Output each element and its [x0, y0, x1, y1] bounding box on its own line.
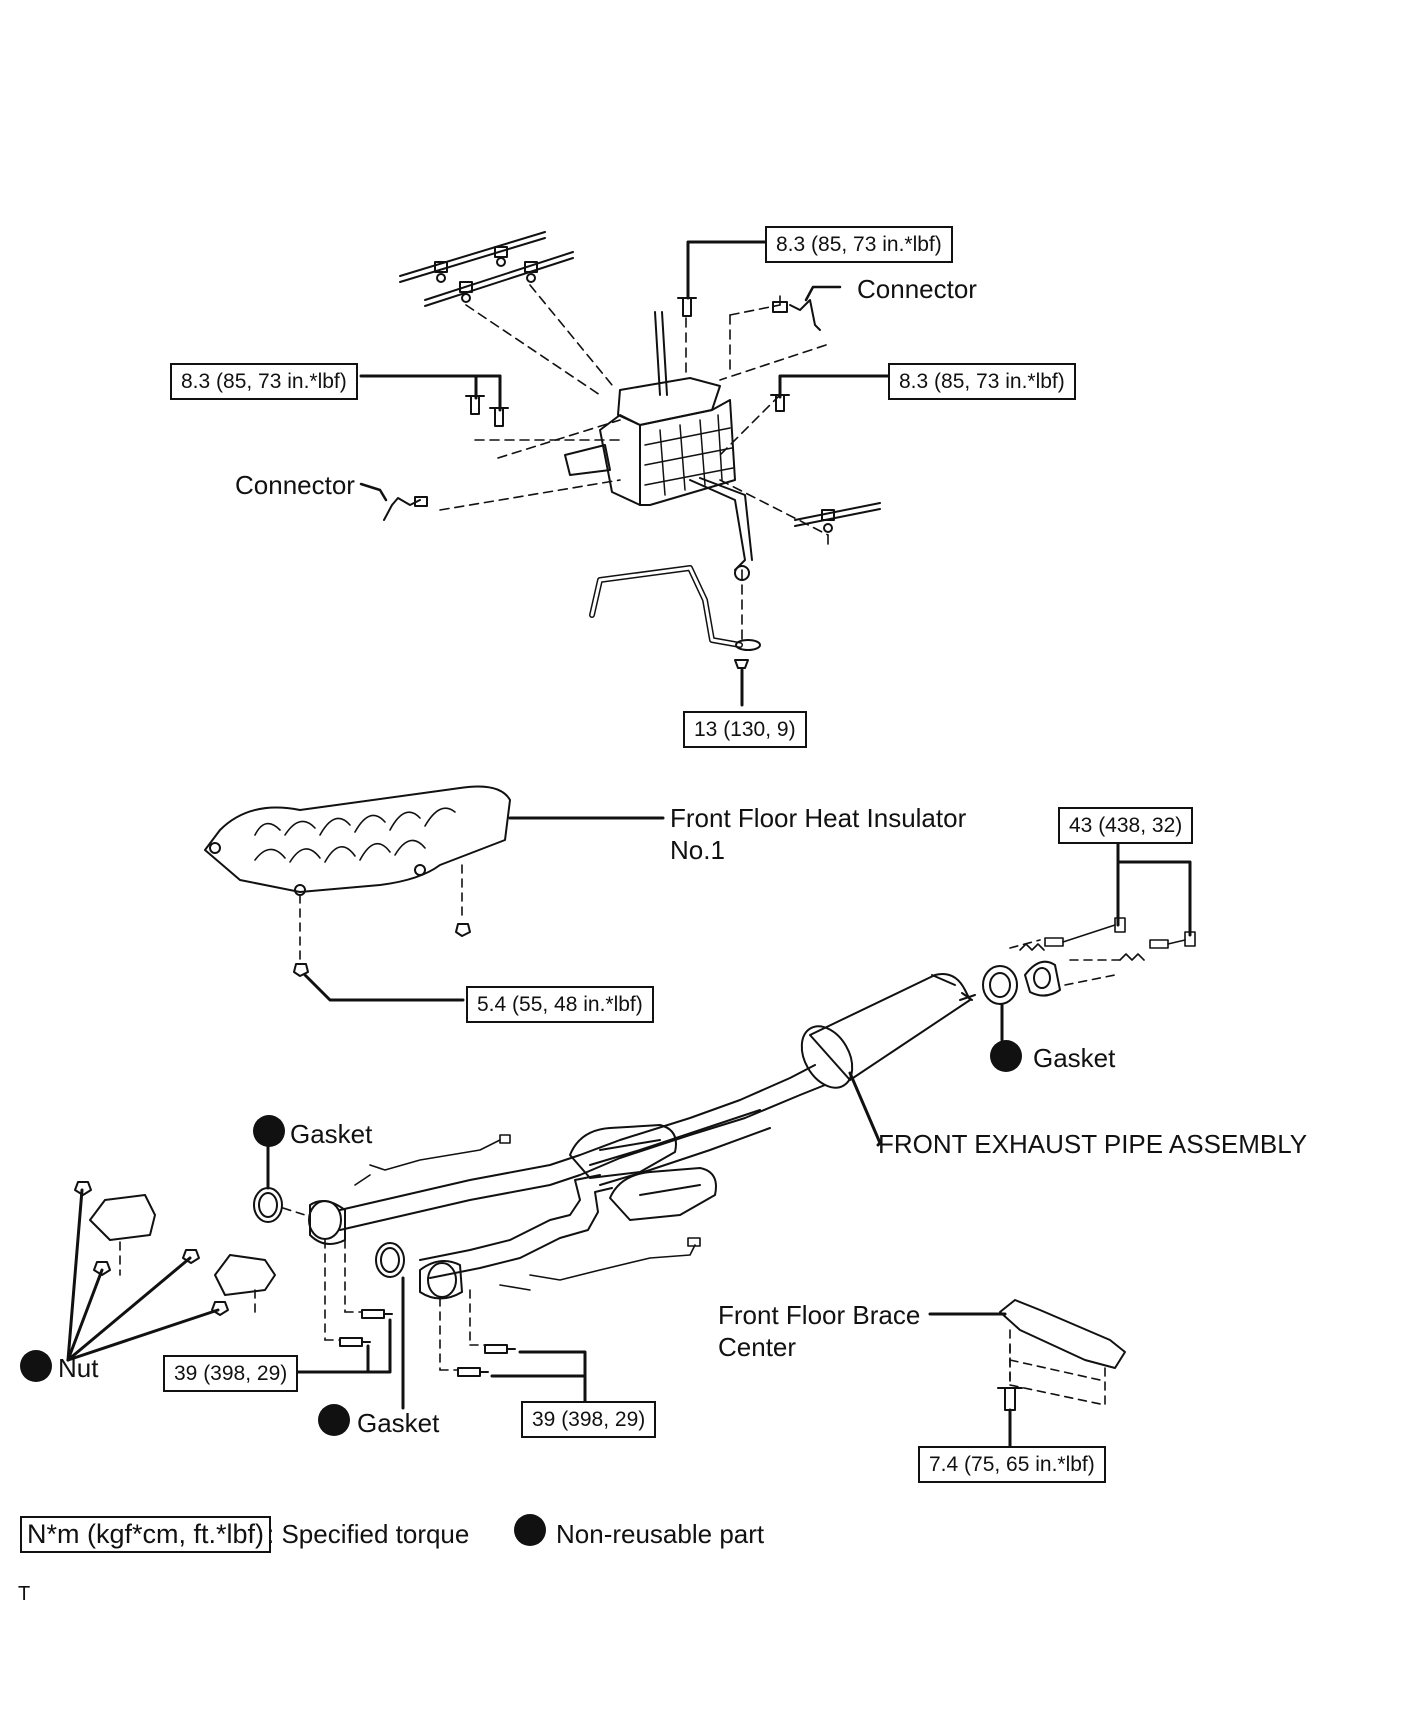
insulator-nuts [293, 923, 471, 977]
brace-label: Front Floor Brace [718, 1300, 921, 1330]
nonreusable-marker-front-gasket-lower [318, 1404, 350, 1436]
muffler [800, 973, 976, 1089]
torque-callout-shift-right: 8.3 (85, 73 in.*lbf) [888, 363, 1076, 400]
shift-bolts [465, 297, 790, 669]
exhaust-pipe-label: FRONT EXHAUST PIPE ASSEMBLY [878, 1129, 1308, 1159]
legend-torque-unit: N*m (kgf*cm, ft.*lbf) [20, 1516, 272, 1553]
shift-rod [589, 565, 761, 651]
nonreusable-marker-nut [20, 1350, 52, 1382]
front-floor-brace [997, 1299, 1126, 1411]
nonreusable-marker-rear-gasket [990, 1040, 1022, 1072]
nonreusable-marker-front-gasket-upper [253, 1115, 285, 1147]
sensor-wires [354, 1134, 701, 1291]
legend-nonreusable-text: Non-reusable part [556, 1519, 765, 1549]
heat-insulator [204, 785, 511, 896]
torque-callout-brace-bolt: 7.4 (75, 65 in.*lbf) [918, 1446, 1106, 1483]
front-dashed-guides [119, 1207, 486, 1371]
shift-lever-assembly [564, 311, 753, 581]
rear-flange-dashed-guides [1009, 939, 1121, 986]
brace-leader-lines [928, 1312, 1012, 1448]
front-flange-bolts [339, 1309, 516, 1377]
brace-label-line2: Center [718, 1332, 797, 1362]
gasket-label-front-lower: Gasket [357, 1408, 440, 1438]
nut-leader-lines [66, 1188, 220, 1362]
torque-callout-shift-left: 8.3 (85, 73 in.*lbf) [170, 363, 358, 400]
torque-callout-front-flange-right: 39 (398, 29) [521, 1401, 657, 1438]
insulator-leader-lines [303, 816, 665, 1002]
connector-label-top: Connector [857, 274, 977, 304]
torque-callout-rod-nut: 13 (130, 9) [683, 711, 807, 748]
gasket-label-rear: Gasket [1033, 1043, 1116, 1073]
heat-insulator-label: Front Floor Heat Insulator [670, 803, 967, 833]
nut-label: Nut [58, 1353, 99, 1383]
rear-flange-leader-lines [1000, 840, 1192, 1042]
shift-dashed-guides [439, 284, 829, 646]
legend-torque-text: : Specified torque [267, 1519, 470, 1549]
insulator-dashed-guides [299, 864, 463, 961]
heat-insulator-label-number: No.1 [670, 835, 725, 865]
corner-mark: T [18, 1583, 31, 1605]
front-leader-lines [266, 1071, 882, 1410]
gasket-label-front-upper: Gasket [290, 1119, 373, 1149]
torque-callout-rear-flange: 43 (438, 32) [1058, 807, 1194, 844]
torque-callout-shift-top: 8.3 (85, 73 in.*lbf) [765, 226, 953, 263]
shift-leader-lines [359, 240, 890, 707]
exhaust-pipes [339, 1064, 826, 1279]
floor-rails-upper-left [399, 231, 574, 307]
floor-rails-right [794, 502, 881, 533]
connector-parts [383, 299, 821, 521]
rear-flange-parts [982, 917, 1196, 1005]
torque-callout-insulator-nut: 5.4 (55, 48 in.*lbf) [466, 986, 654, 1023]
torque-callout-front-flange-left: 39 (398, 29) [163, 1355, 299, 1392]
connector-label-left: Connector [235, 470, 355, 500]
legend-nonreusable-marker [514, 1514, 546, 1546]
connector-leader-lines [359, 285, 842, 502]
catalytic-converters [569, 1124, 717, 1221]
manifold-pipes [89, 1194, 276, 1296]
manifold-nuts [74, 1181, 229, 1316]
